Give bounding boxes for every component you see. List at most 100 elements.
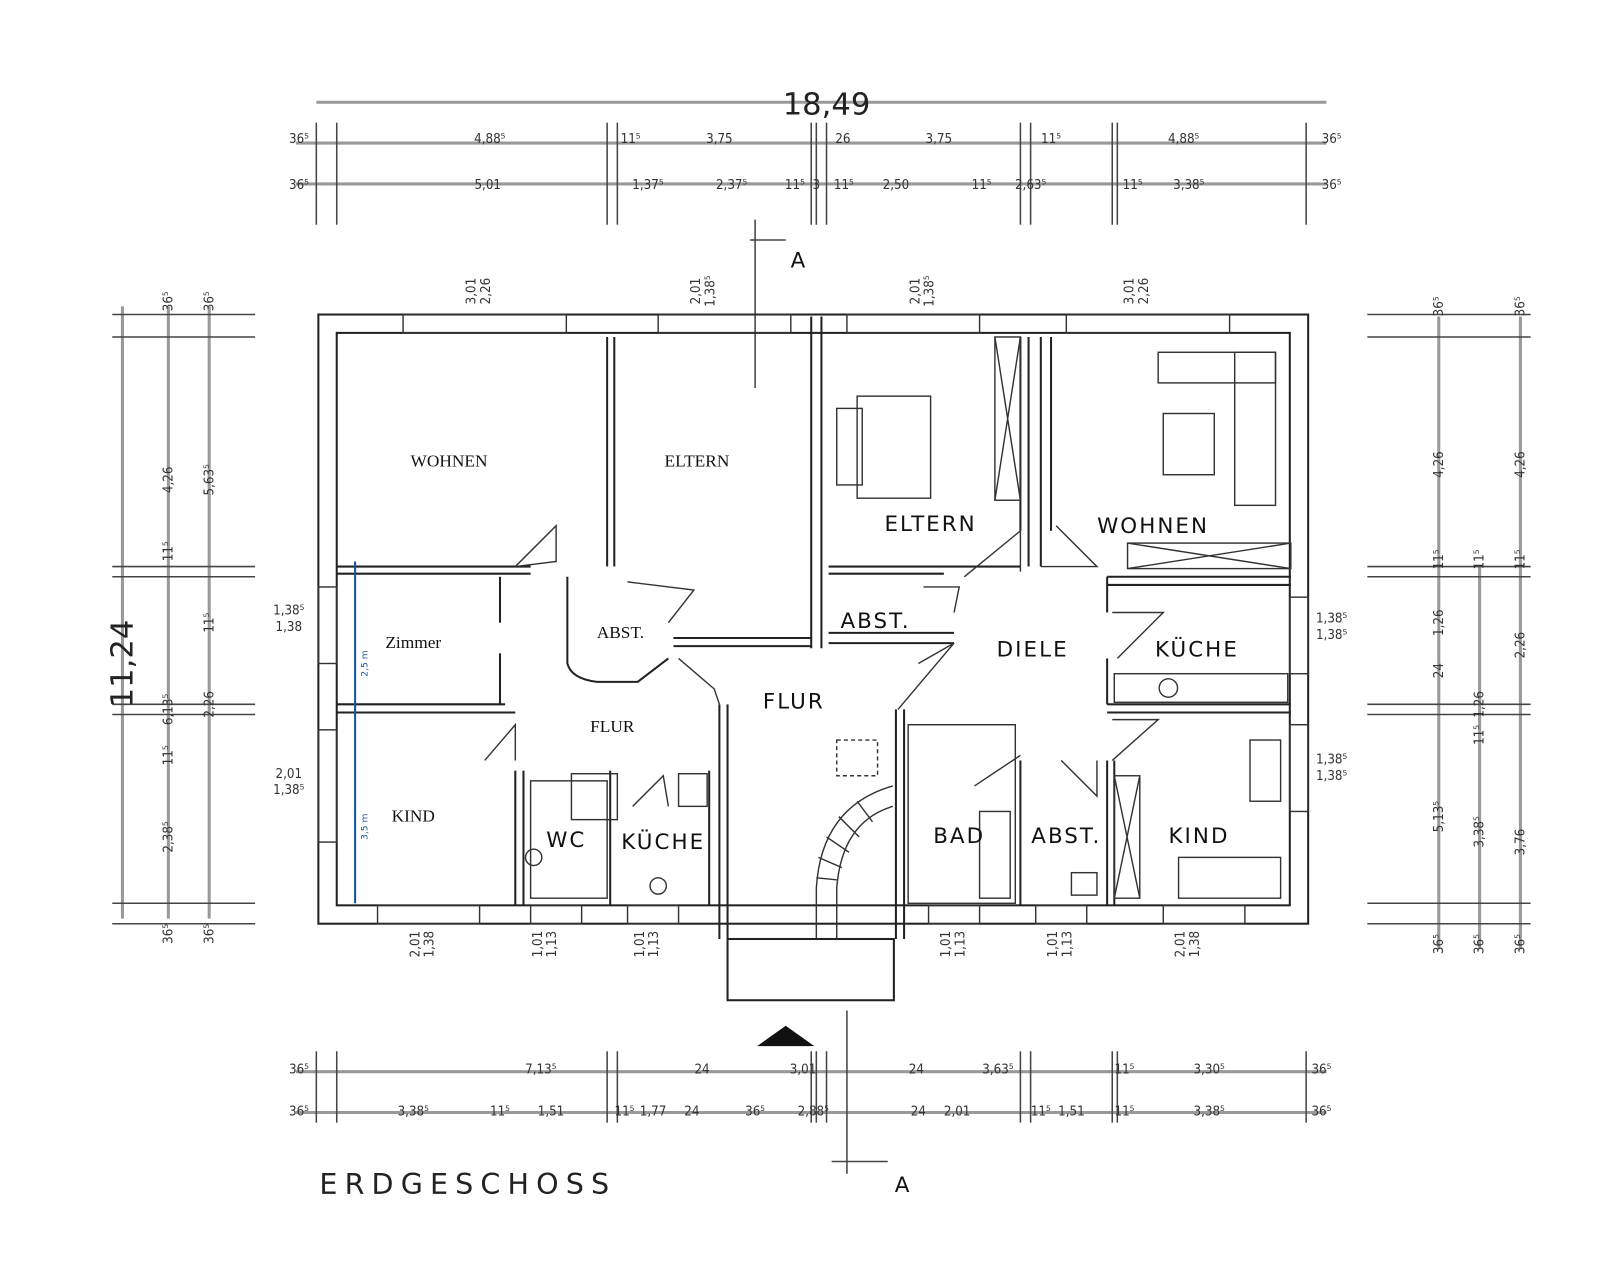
dimension-label: 3,01 bbox=[790, 1063, 817, 1078]
dimension-label: 11⁵ bbox=[621, 132, 641, 147]
dimension-label: 36⁵ bbox=[1432, 934, 1447, 954]
dimension-label: 3 bbox=[813, 178, 821, 193]
dimension-label: 11⁵ bbox=[834, 178, 854, 193]
dimension-label: 36⁵ bbox=[202, 291, 217, 311]
window-dimension: 1,13 bbox=[647, 931, 662, 958]
dimension-label: 36⁵ bbox=[161, 924, 176, 944]
dimension-label: 11⁵ bbox=[1432, 549, 1447, 569]
dimension-label: 36⁵ bbox=[289, 1105, 309, 1120]
room-label-stair-hall: FLUR bbox=[763, 689, 825, 714]
overall-width: 18,49 bbox=[783, 88, 871, 123]
room-label: ABST. bbox=[840, 609, 910, 634]
window-dimension: 1,01 bbox=[1046, 931, 1061, 958]
window-dimension: 1,01 bbox=[939, 931, 954, 958]
section-marker-bottom: A bbox=[895, 1173, 912, 1198]
window-dimension: 1,13 bbox=[1060, 931, 1075, 958]
room-label: KIND bbox=[1168, 824, 1229, 849]
dimension-label: 24 bbox=[909, 1063, 924, 1078]
dimension-label: 4,26 bbox=[161, 467, 176, 494]
dimension-label: 24 bbox=[694, 1063, 709, 1078]
window-dimension: 1,13 bbox=[953, 931, 968, 958]
dimension-label: 36⁵ bbox=[1311, 1063, 1331, 1078]
dimension-label: 2,26 bbox=[1513, 632, 1528, 659]
window-dimension: 2,26 bbox=[1137, 278, 1152, 305]
room-label: KIND bbox=[392, 807, 435, 826]
dimension-label: 4,88⁵ bbox=[1168, 132, 1200, 147]
measurement-annotation: 2,5 m bbox=[359, 650, 370, 677]
dimension-label: 1,26 bbox=[1473, 691, 1488, 718]
dimension-label: 3,38⁵ bbox=[1473, 816, 1488, 848]
dimension-label: 6,13⁵ bbox=[161, 694, 176, 726]
window-dimension: 1,38 bbox=[276, 620, 303, 635]
room-label: ABST. bbox=[597, 623, 644, 642]
dimension-label: 36⁵ bbox=[1322, 132, 1342, 147]
dimension-label: 11⁵ bbox=[1513, 549, 1528, 569]
dimension-lines bbox=[112, 100, 1531, 1174]
measurement-annotation: 3,5 m bbox=[359, 813, 370, 840]
window-dimension: 1,38⁵ bbox=[1316, 612, 1348, 627]
window-dimension: 1,38⁵ bbox=[1316, 769, 1348, 784]
window-dimension: 1,38⁵ bbox=[1316, 628, 1348, 643]
dimension-label: 3,38⁵ bbox=[398, 1105, 430, 1120]
dimension-label: 4,26 bbox=[1432, 451, 1447, 478]
dimension-label: 24 bbox=[1432, 663, 1447, 678]
window-dimension: 1,01 bbox=[531, 931, 546, 958]
room-label: WC bbox=[546, 828, 586, 853]
dimension-label: 2,88⁵ bbox=[798, 1105, 830, 1120]
dimension-label: 2,26 bbox=[202, 691, 217, 718]
dimension-label: 3,75 bbox=[706, 132, 733, 147]
dimension-label: 1,37⁵ bbox=[632, 178, 664, 193]
room-label: ELTERN bbox=[665, 452, 730, 471]
dimension-label: 36⁵ bbox=[1513, 296, 1528, 316]
window-dimension: 3,01 bbox=[465, 278, 480, 305]
dimension-label: 36⁵ bbox=[1322, 178, 1342, 193]
dimension-label: 26 bbox=[835, 132, 850, 147]
dimension-label: 36⁵ bbox=[161, 291, 176, 311]
dimension-label: 11⁵ bbox=[161, 541, 176, 561]
dimension-label: 36⁵ bbox=[289, 1063, 309, 1078]
dimension-label: 3,38⁵ bbox=[1194, 1105, 1226, 1120]
dimension-label: 36⁵ bbox=[1432, 296, 1447, 316]
window-dimension: 2,01 bbox=[276, 767, 303, 782]
entrance-arrow-icon bbox=[757, 1025, 815, 1047]
dimension-label: 36⁵ bbox=[289, 132, 309, 147]
window-dimension: 1,13 bbox=[545, 931, 560, 958]
window-dimension: 2,01 bbox=[908, 278, 923, 305]
window-dimension: 1,38⁵ bbox=[703, 275, 718, 307]
window-dimension: 1,38⁵ bbox=[1316, 753, 1348, 768]
dimension-label: 1,51 bbox=[538, 1105, 565, 1120]
overall-depth: 11,24 bbox=[106, 620, 141, 708]
dimension-label: 1,77 bbox=[640, 1105, 667, 1120]
plan-title: ERDGESCHOSS bbox=[319, 1167, 616, 1201]
dimension-label: 2,37⁵ bbox=[716, 178, 748, 193]
dimension-label: 1,26 bbox=[1432, 609, 1447, 636]
window-dimension: 2,01 bbox=[408, 931, 423, 958]
dimension-label: 36⁵ bbox=[745, 1105, 765, 1120]
room-label: FLUR bbox=[590, 717, 635, 736]
dimension-label: 5,13⁵ bbox=[1432, 801, 1447, 833]
dimension-label: 11⁵ bbox=[161, 745, 176, 765]
dimension-label: 36⁵ bbox=[1513, 934, 1528, 954]
dimension-label: 11⁵ bbox=[1473, 725, 1488, 745]
window-dimension: 1,38 bbox=[423, 931, 438, 958]
dimension-label: 36⁵ bbox=[289, 178, 309, 193]
window-dimension: 2,26 bbox=[479, 278, 494, 305]
room-label: ELTERN bbox=[884, 512, 976, 537]
room-label: WOHNEN bbox=[1097, 514, 1209, 539]
section-marker-top: A bbox=[791, 249, 808, 274]
room-label: BAD bbox=[933, 824, 985, 849]
dimension-label: 11⁵ bbox=[202, 612, 217, 632]
room-label: KÜCHE bbox=[1155, 636, 1239, 662]
room-label: WOHNEN bbox=[410, 452, 487, 471]
dimension-label: 2,01 bbox=[944, 1105, 971, 1120]
window-dimension: 1,38 bbox=[1188, 931, 1203, 958]
dimension-label: 3,63⁵ bbox=[982, 1063, 1014, 1078]
dimension-label: 3,75 bbox=[926, 132, 953, 147]
window-dimension: 1,38⁵ bbox=[923, 275, 938, 307]
dimension-label: 11⁵ bbox=[1115, 1105, 1135, 1120]
dimension-label: 11⁵ bbox=[1031, 1105, 1051, 1120]
dimension-label: 11⁵ bbox=[972, 178, 992, 193]
window-dimension: 1,38⁵ bbox=[273, 783, 305, 798]
